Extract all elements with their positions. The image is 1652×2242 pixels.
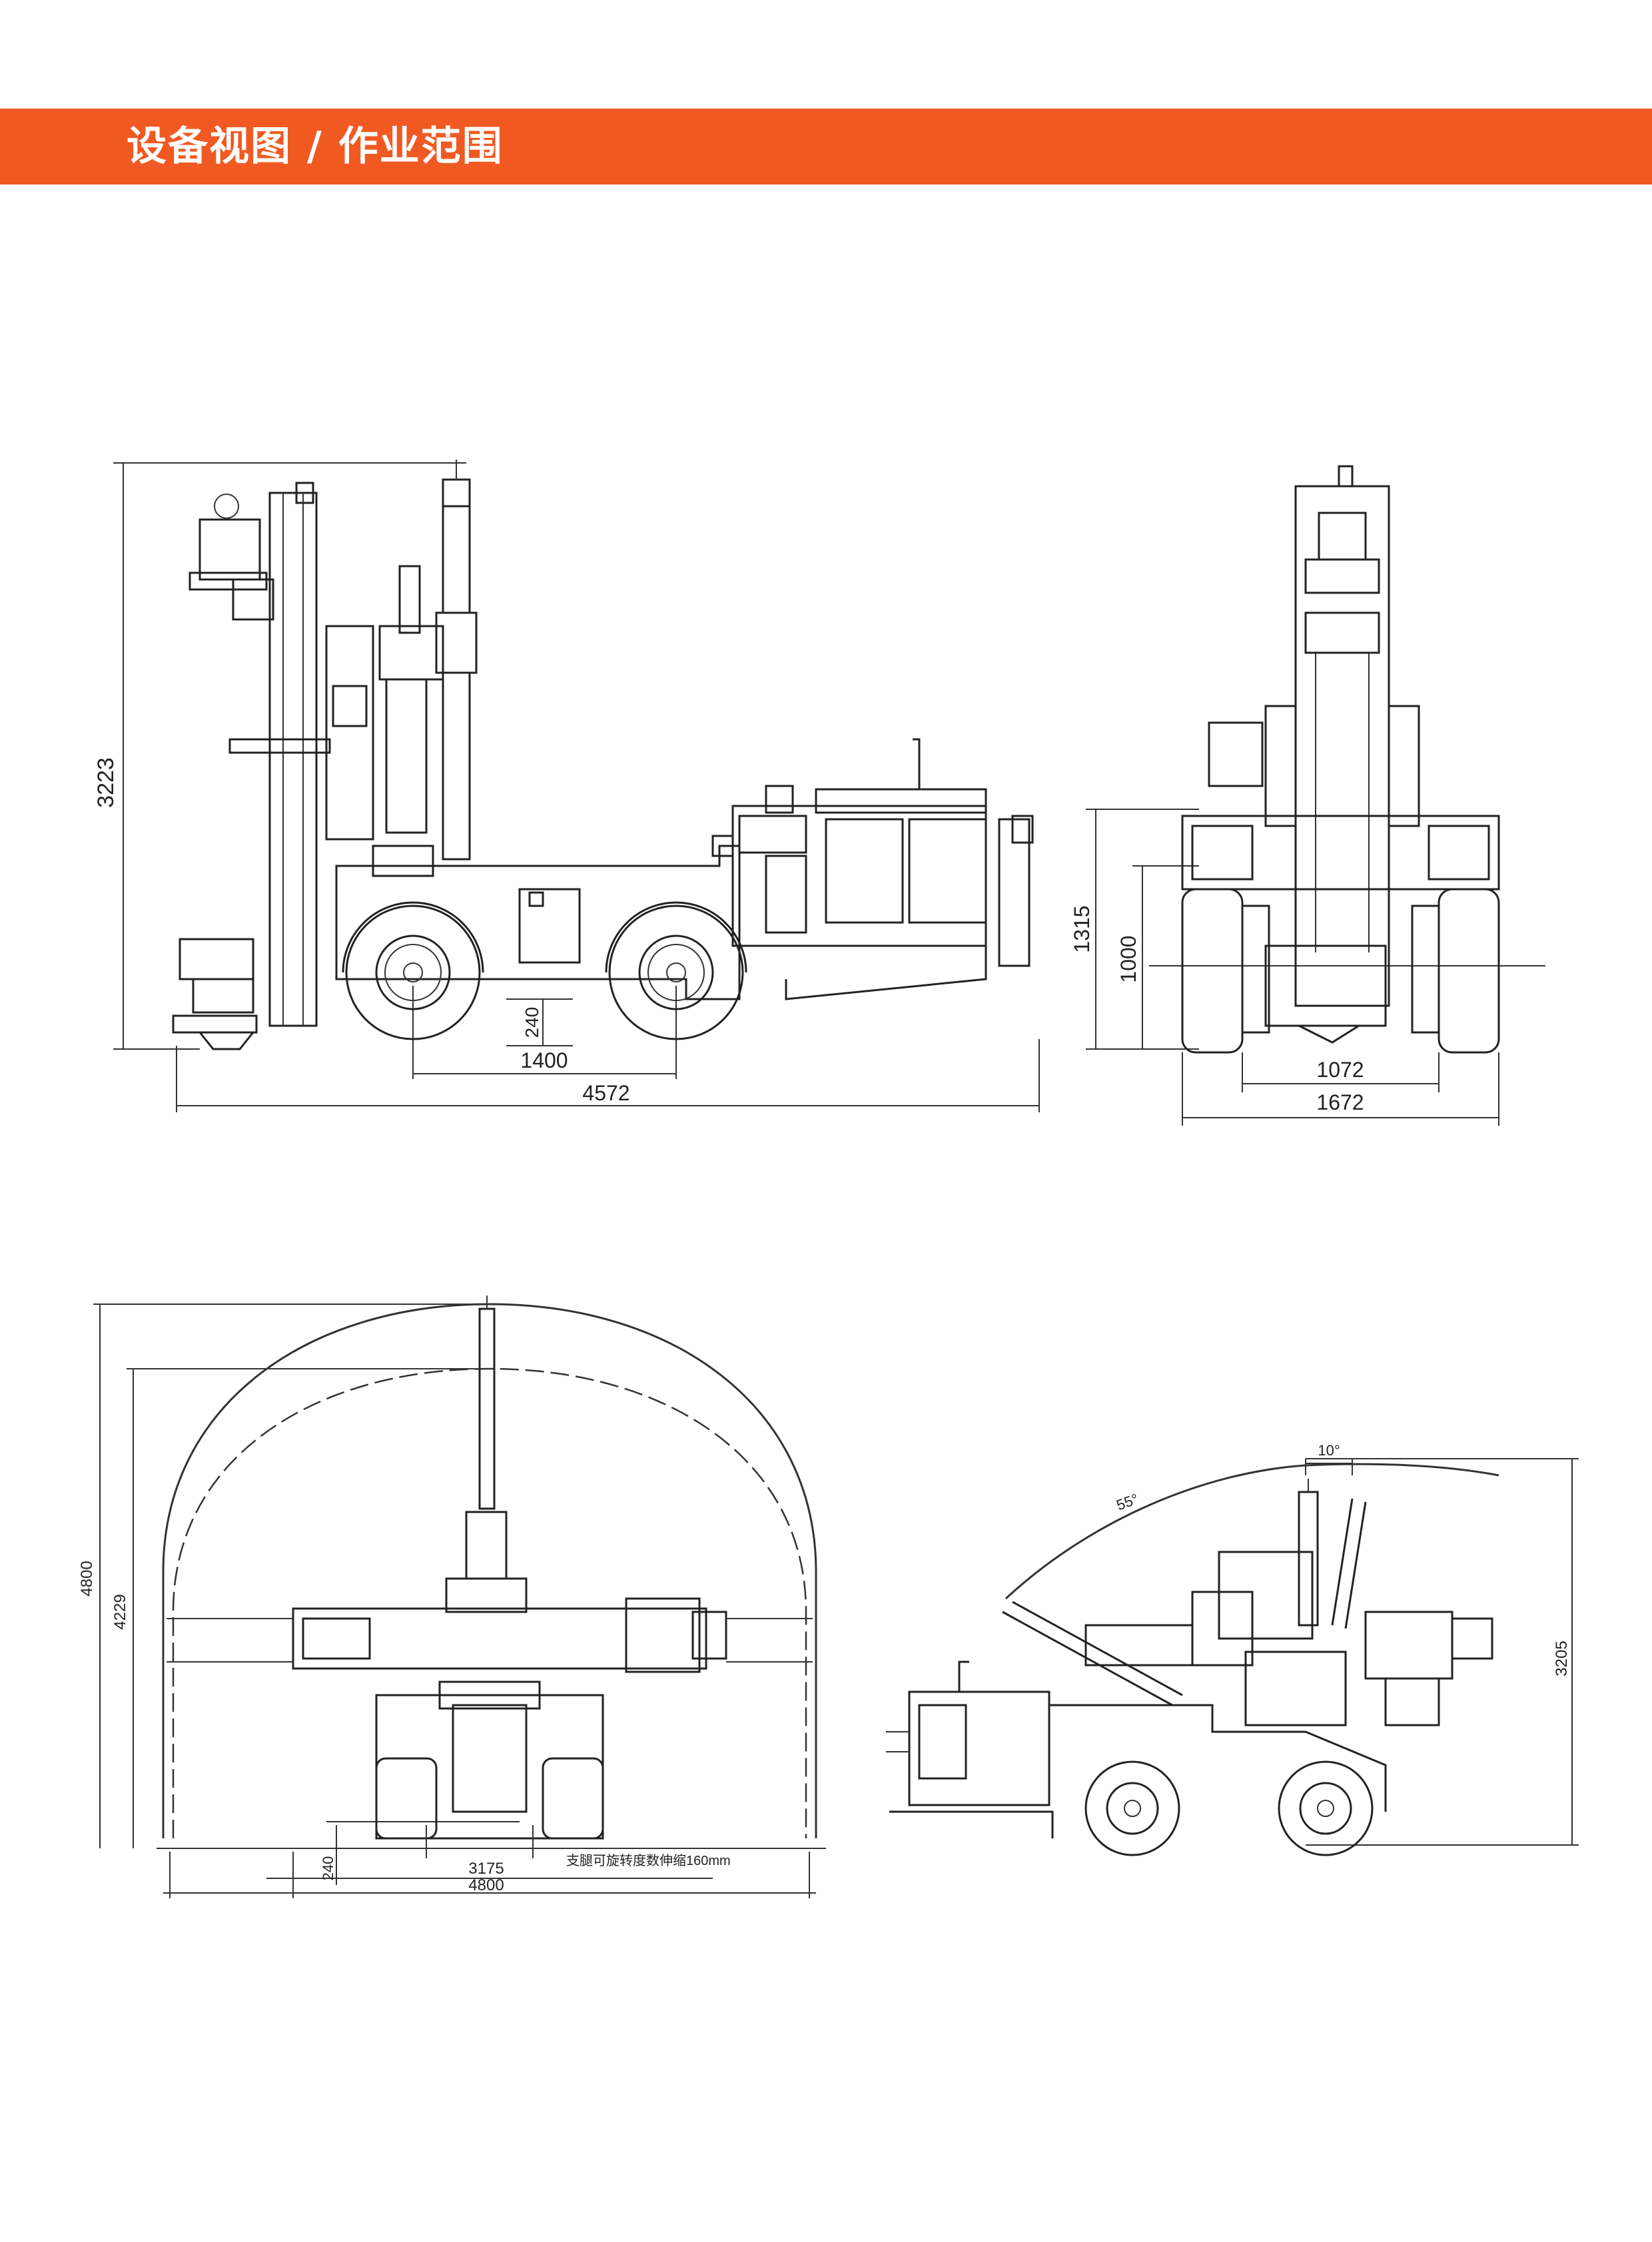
dim-depth-240: 240 — [320, 1856, 336, 1881]
dim-height-4800: 4800 — [78, 1561, 96, 1596]
dim-height-1315: 1315 — [1070, 905, 1094, 952]
dim-track-1072: 1072 — [1316, 1058, 1364, 1082]
front-view-drawing: 1315 1000 1072 1672 — [1070, 465, 1545, 1126]
dim-height-3223: 3223 — [93, 757, 119, 808]
dim-ground-240: 240 — [522, 1007, 542, 1038]
header-banner: 设备视图 / 作业范围 — [0, 109, 1652, 185]
dim-height-3205: 3205 — [1553, 1641, 1571, 1676]
angle-10: 10° — [1318, 1442, 1340, 1459]
dim-width-3175: 3175 — [468, 1860, 504, 1878]
dim-height-1000: 1000 — [1116, 935, 1140, 982]
coverage-side-drawing: 10° 55° 3205 — [886, 1442, 1579, 1856]
coverage-front-drawing: 4800 4229 240 3175 4800 支腿可旋转度数伸缩160mm — [78, 1296, 826, 1898]
side-view-drawing: 3223 240 1400 4572 — [93, 460, 1040, 1112]
dim-wheelbase-1400: 1400 — [520, 1048, 568, 1072]
dim-height-4229: 4229 — [111, 1594, 129, 1629]
leg-rotation-note: 支腿可旋转度数伸缩160mm — [566, 1853, 731, 1868]
dim-length-4572: 4572 — [582, 1081, 629, 1105]
page-title: 设备视图 / 作业范围 — [127, 123, 504, 170]
dim-width-4800: 4800 — [468, 1876, 504, 1894]
dim-width-1672: 1672 — [1316, 1090, 1364, 1114]
